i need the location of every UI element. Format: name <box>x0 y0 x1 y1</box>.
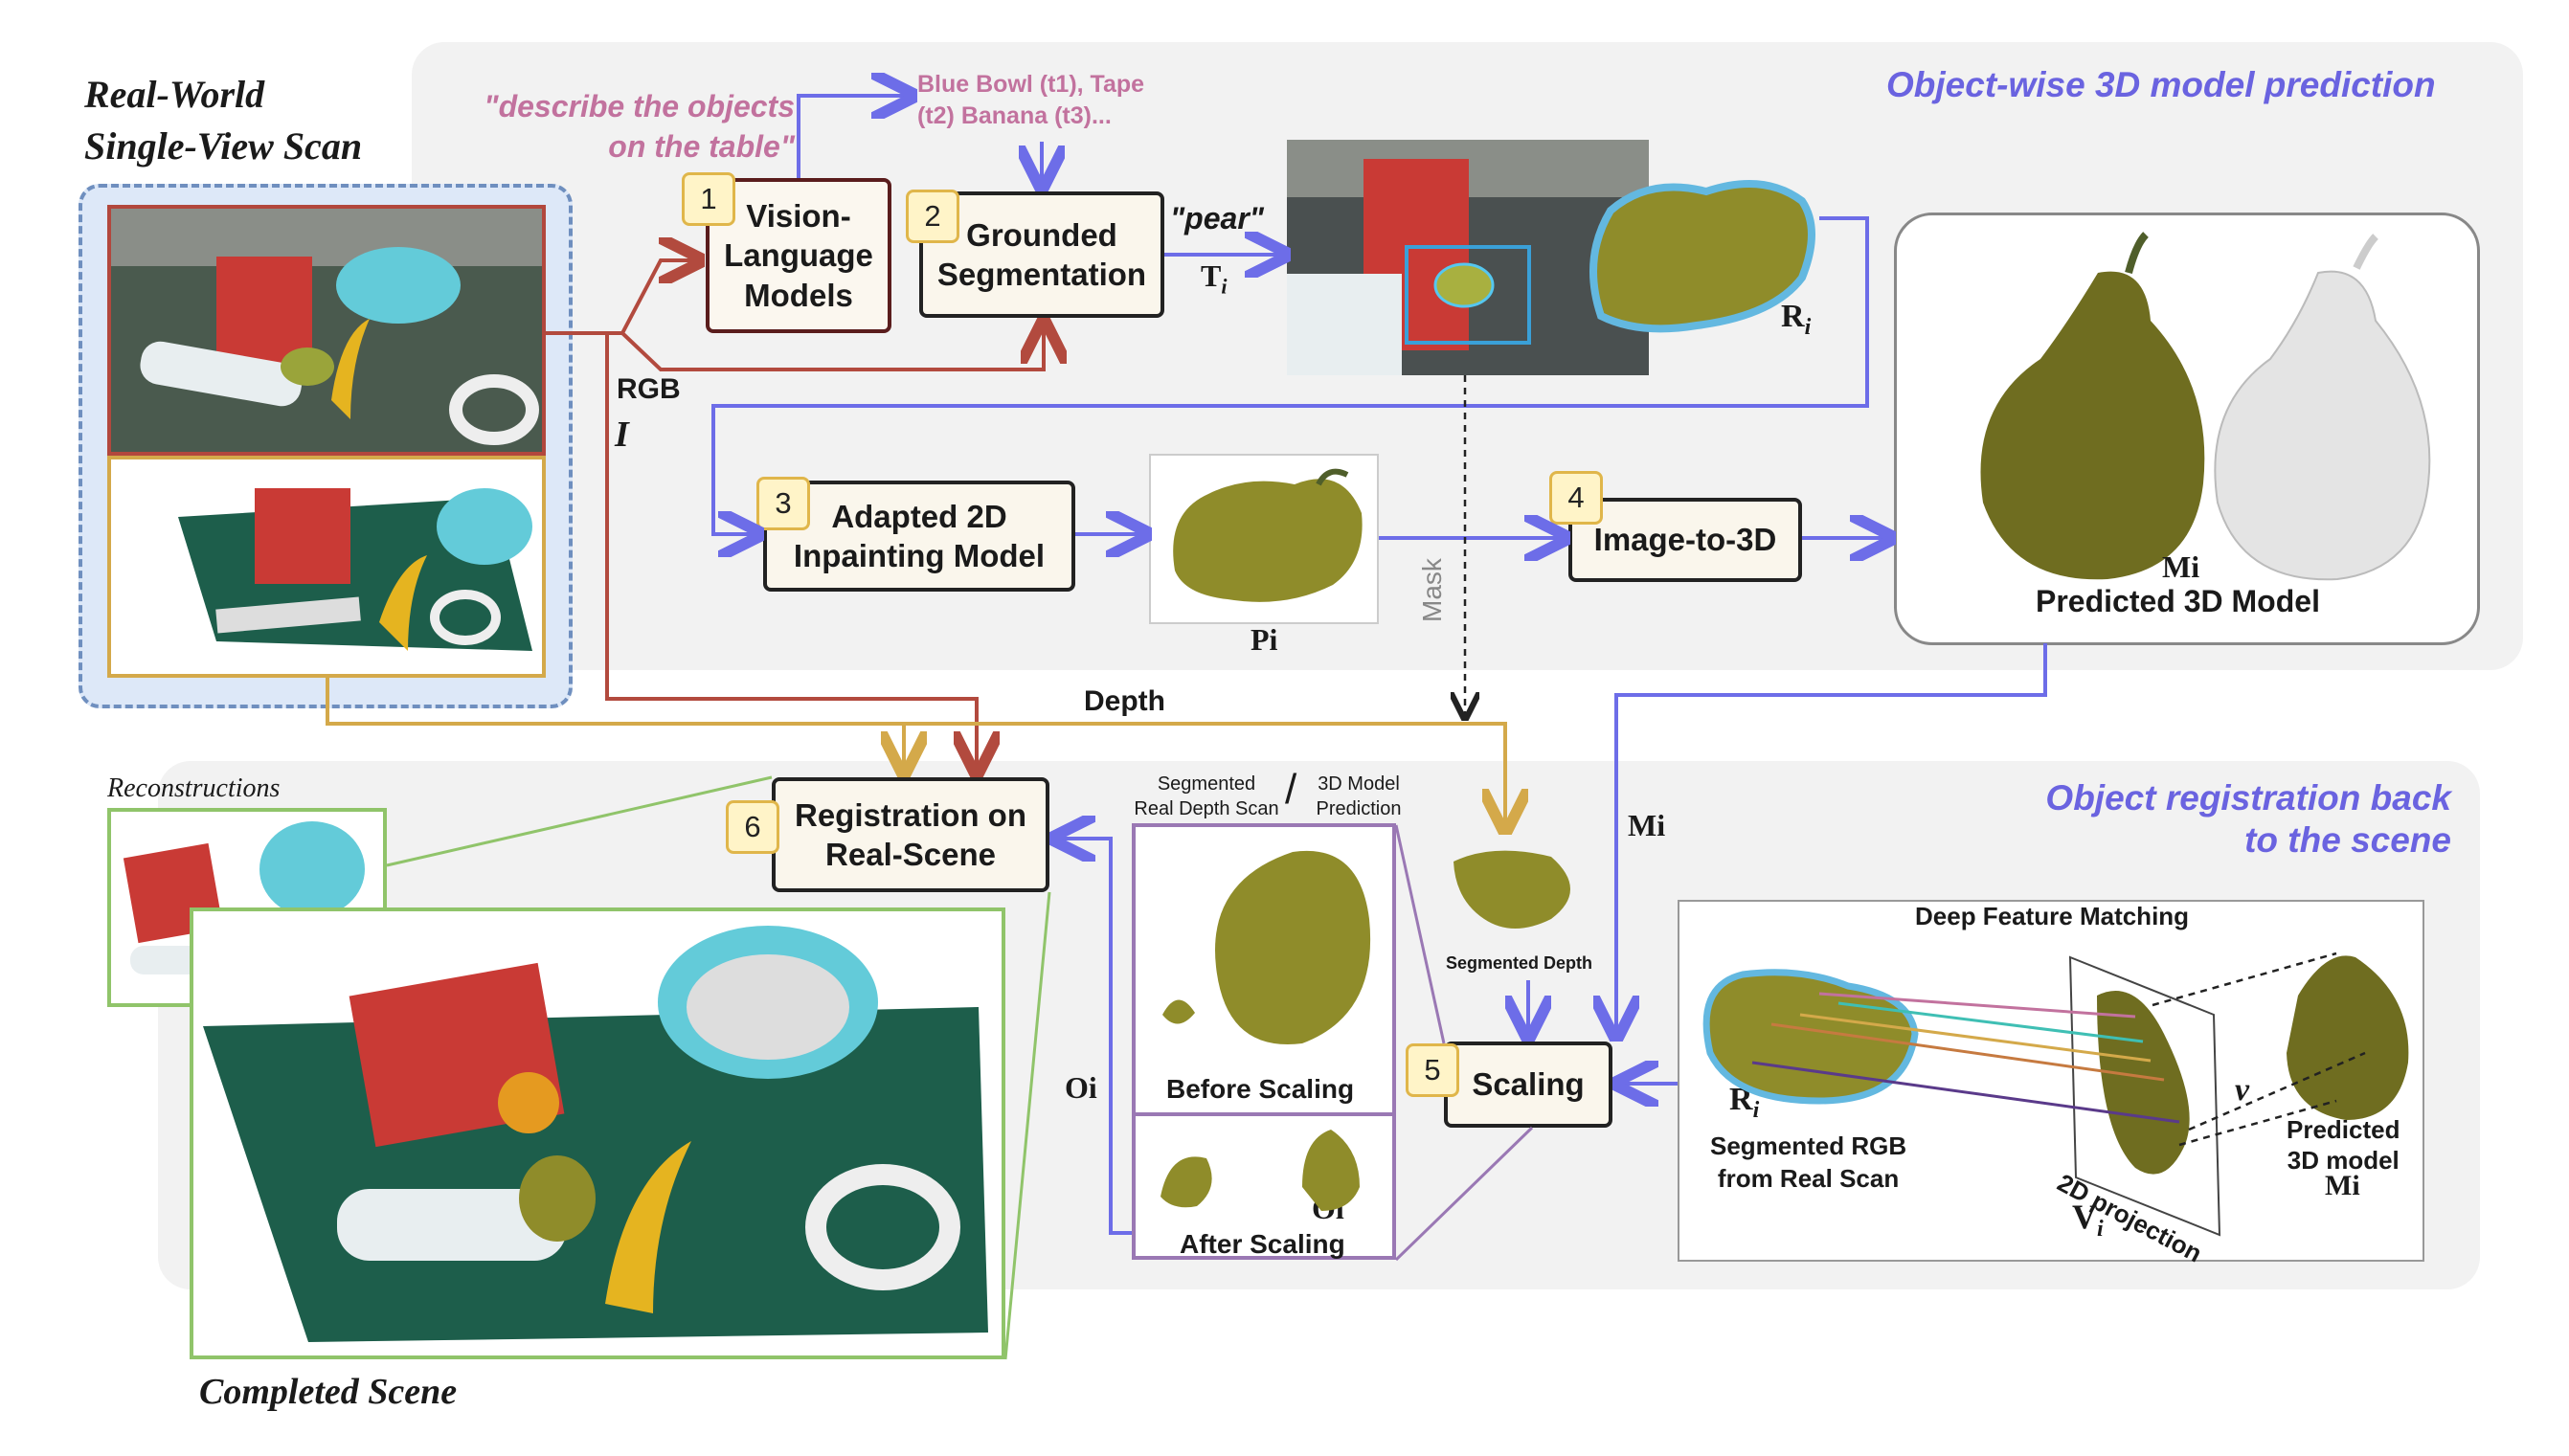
segmentation-image <box>1287 140 1649 375</box>
step1-line1: Vision- <box>746 198 851 235</box>
predicted-3d-drawing <box>1980 232 2431 581</box>
depth-scan-image <box>107 456 546 678</box>
after-scaling-label: After Scaling <box>1180 1229 1345 1259</box>
bottom-title-line2: to the scene <box>2244 820 2451 860</box>
vi-letter: V <box>2072 1198 2097 1236</box>
step1-badge: 1 <box>682 172 735 226</box>
ri-bottom-subscript: i <box>1752 1097 1760 1123</box>
rgb-scan-image <box>107 205 546 456</box>
v-label: v <box>2235 1072 2250 1108</box>
inpainting-model-box: Adapted 2D Inpainting Model <box>763 481 1075 592</box>
step6-line1: Registration on <box>794 796 1026 833</box>
seg-depth-scan-line2: Real Depth Scan <box>1134 798 1279 819</box>
grounded-segmentation-box: Grounded Segmentation <box>919 191 1164 318</box>
pi-label: Pi <box>1251 622 1278 657</box>
seg-depth-scan-label: Segmented Real Depth Scan <box>1130 772 1283 821</box>
pear-label: "pear" <box>1170 201 1264 235</box>
oi-left-label: Oi <box>1065 1070 1097 1105</box>
i-label: I <box>615 414 629 455</box>
inpainted-pear-image <box>1149 454 1379 624</box>
step3-badge: 3 <box>756 477 810 530</box>
completed-scene-frame <box>190 907 1005 1359</box>
image-to-3d-box: Image-to-3D <box>1568 498 1802 582</box>
step2-line1: Grounded <box>966 216 1117 253</box>
before-scaling-label: Before Scaling <box>1166 1074 1355 1104</box>
vlm-output-line2: (t2) Banana (t3)... <box>917 102 1112 129</box>
vi-label: Vi <box>2072 1197 2104 1243</box>
step4-label: Image-to-3D <box>1593 522 1777 558</box>
rgb-label: RGB <box>617 373 681 405</box>
predicted-model-line1: Predicted <box>2287 1115 2400 1144</box>
ti-subscript: i <box>1221 274 1228 299</box>
step2-line2: Segmentation <box>936 257 1147 292</box>
seg-rgb-label: Segmented RGB from Real Scan <box>1710 1130 1906 1195</box>
deep-feature-matching-title: Deep Feature Matching <box>1915 902 2190 930</box>
predicted-model-line2: 3D model <box>2287 1146 2400 1175</box>
mi-bottom-label: Mi <box>2325 1170 2360 1201</box>
vision-language-models-box: Vision- Language Models <box>706 178 891 333</box>
ri-crop-drawing <box>1589 180 1815 333</box>
prompt-line2: on the table" <box>608 129 795 164</box>
step6-line2: Real-Scene <box>825 837 996 872</box>
ri-label: Ri <box>1781 299 1811 341</box>
step2-badge: 2 <box>906 190 959 243</box>
step5-label: Scaling <box>1472 1066 1585 1103</box>
step3-line1: Adapted 2D <box>831 498 1007 534</box>
scaling-divider <box>1132 1112 1396 1116</box>
step5-badge: 5 <box>1406 1043 1459 1097</box>
step3-line2: Inpainting Model <box>793 538 1046 573</box>
completed-scene-label: Completed Scene <box>199 1372 458 1412</box>
scan-title-line1: Real-World <box>84 73 265 116</box>
bottom-title-line1: Object registration back <box>2045 778 2451 818</box>
depth-label: Depth <box>1084 685 1165 717</box>
ri-subscript: i <box>1804 314 1812 340</box>
mi-top-label: Mi <box>2162 549 2200 584</box>
model-pred-line2: Prediction <box>1316 798 1402 819</box>
ri-letter: R <box>1781 299 1805 334</box>
step1-line2: Language <box>724 237 873 274</box>
prompt-line1: "describe the objects <box>484 89 795 123</box>
bottom-panel-title: Object registration back to the scene <box>1992 777 2451 862</box>
predicted-model-label: Predicted 3D model <box>2287 1114 2400 1176</box>
vlm-output-line1: Blue Bowl (t1), Tape <box>917 71 1145 98</box>
slash-label: / <box>1285 766 1297 813</box>
inpainted-pear-drawing <box>1173 468 1363 602</box>
vlm-prompt: "describe the objects on the table" <box>460 86 795 167</box>
mi-mid-label: Mi <box>1628 808 1666 842</box>
step6-badge: 6 <box>726 800 779 854</box>
ti-label: Ti <box>1201 258 1227 299</box>
top-panel-title: Object-wise 3D model prediction <box>1886 65 2436 104</box>
vlm-output: Blue Bowl (t1), Tape (t2) Banana (t3)... <box>917 69 1144 132</box>
scan-title: Real-World Single-View Scan <box>84 69 362 172</box>
ti-letter: T <box>1201 258 1222 293</box>
reconstructions-label: Reconstructions <box>107 773 281 803</box>
segmentation-drawing <box>1287 140 1649 375</box>
model-pred-line1: 3D Model <box>1318 773 1400 795</box>
seg-rgb-line1: Segmented RGB <box>1710 1131 1907 1160</box>
registration-box: Registration on Real-Scene <box>772 777 1049 892</box>
depth-scan-drawing <box>178 488 532 651</box>
step1-line3: Models <box>744 277 853 313</box>
segmented-depth-label: Segmented Depth <box>1446 953 1593 973</box>
predicted-3d-model-panel <box>1894 213 2480 645</box>
seg-rgb-line2: from Real Scan <box>1717 1164 1900 1193</box>
ri-crop-image <box>1582 172 1831 335</box>
predicted-3d-label: Predicted 3D Model <box>2036 584 2320 618</box>
model-pred-label: 3D Model Prediction <box>1306 772 1411 821</box>
completed-scene-drawing <box>203 926 988 1342</box>
seg-depth-scan-line1: Segmented <box>1157 773 1256 795</box>
scan-title-line2: Single-View Scan <box>84 124 363 168</box>
vi-subscript: i <box>2097 1217 2104 1243</box>
rgb-scan-drawing <box>111 209 542 452</box>
